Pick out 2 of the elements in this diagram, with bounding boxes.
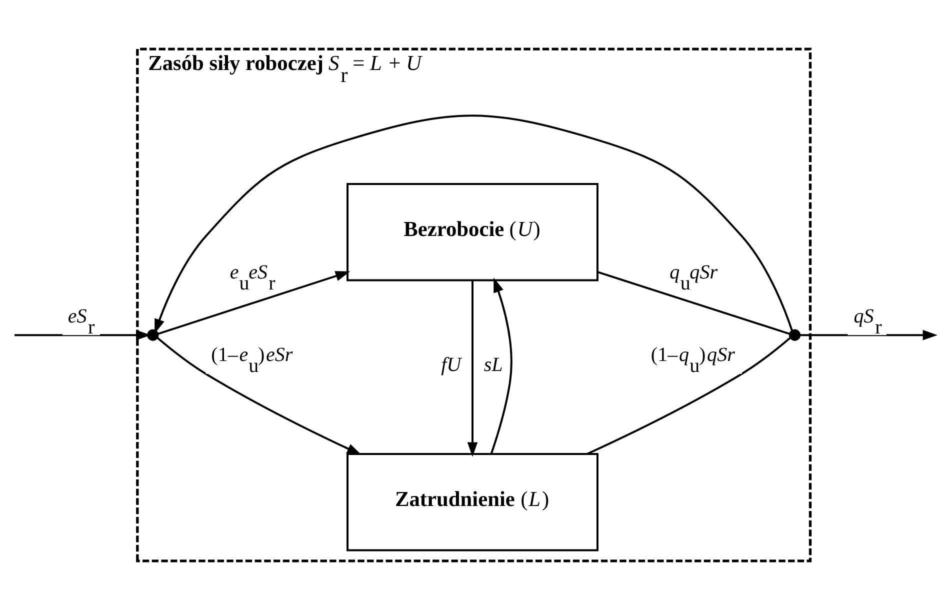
edge-label: sL	[484, 354, 503, 376]
edge-label: fU	[441, 354, 462, 376]
